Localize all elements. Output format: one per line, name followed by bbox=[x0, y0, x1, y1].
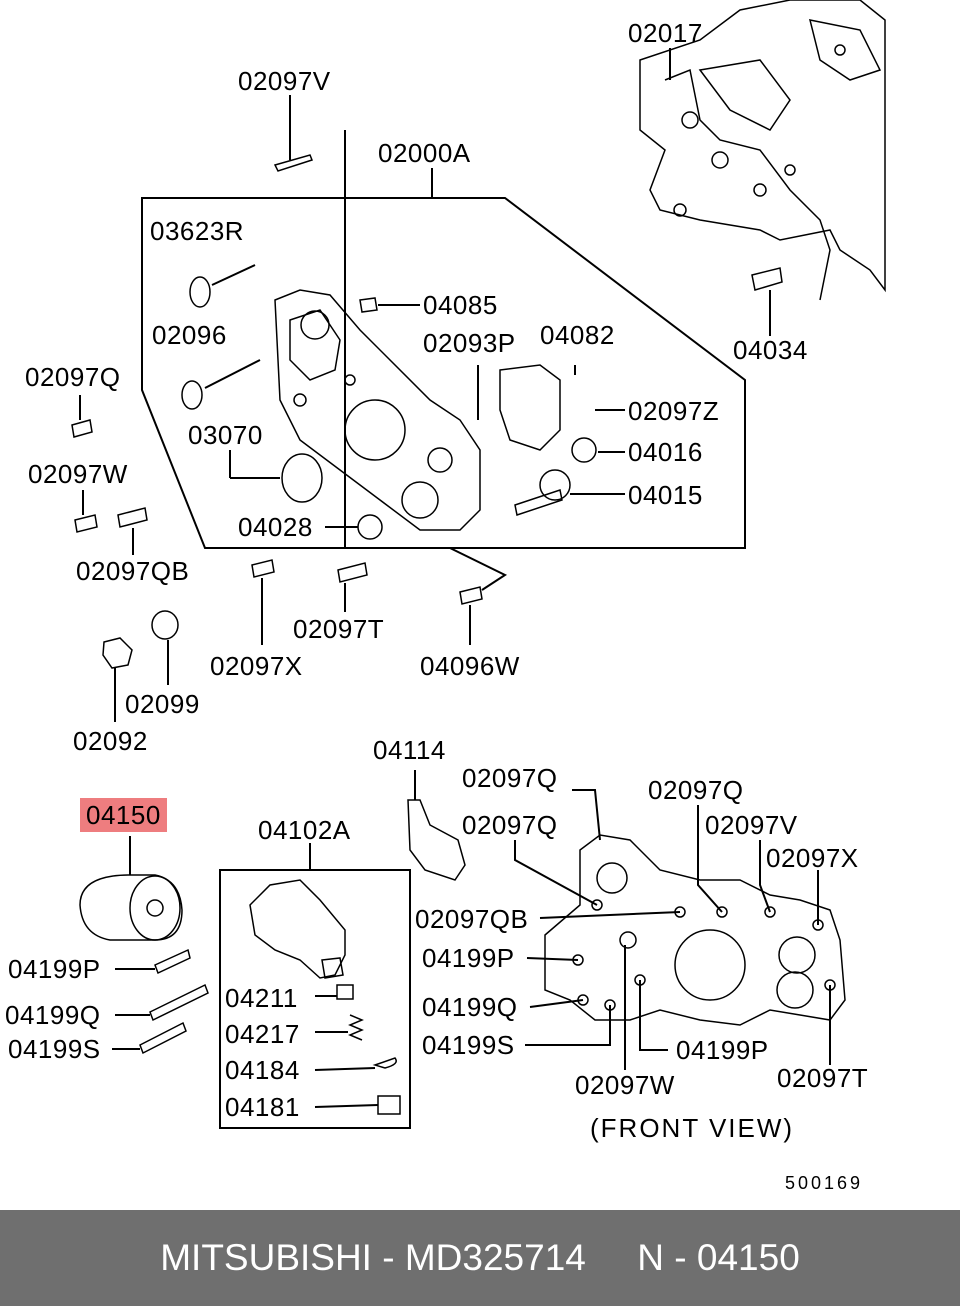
part-label-04199P: 04199P bbox=[8, 954, 101, 984]
part-label-03070: 03070 bbox=[188, 420, 263, 450]
part-label-03623R: 03623R bbox=[150, 216, 245, 246]
part-label-04096W: 04096W bbox=[420, 651, 520, 681]
part-label-04085: 04085 bbox=[423, 290, 498, 320]
part-label-02097V: 02097V bbox=[705, 810, 798, 840]
diagram-drawing bbox=[71, 0, 886, 1129]
part-label-04114: 04114 bbox=[373, 735, 446, 765]
part-label-04015: 04015 bbox=[628, 480, 703, 510]
part-label-02092: 02092 bbox=[73, 726, 148, 756]
part-label-02097X: 02097X bbox=[210, 651, 303, 681]
oil-pump-case-drawing bbox=[274, 289, 481, 531]
part-label-02099: 02099 bbox=[125, 689, 200, 719]
part-label-02097Q: 02097Q bbox=[648, 775, 744, 805]
part-label-04211: 04211 bbox=[225, 983, 298, 1013]
part-label-02097Q: 02097Q bbox=[462, 763, 558, 793]
part-label-04181: 04181 bbox=[225, 1092, 300, 1122]
part-label-04082: 04082 bbox=[540, 320, 615, 350]
part-label-04184: 04184 bbox=[225, 1055, 300, 1085]
part-label-04199Q: 04199Q bbox=[5, 1000, 101, 1030]
parts-diagram: 02017 02097V 02000A 03623R 04085 02096 0… bbox=[5, 0, 886, 1193]
part-label-02097Z: 02097Z bbox=[628, 396, 720, 426]
part-label-02097Q: 02097Q bbox=[462, 810, 558, 840]
engine-block-drawing bbox=[639, 0, 886, 301]
part-info-footer: MITSUBISHI - MD325714 N - 04150 bbox=[0, 1210, 960, 1306]
part-label-04199Q: 04199Q bbox=[422, 992, 518, 1022]
part-label-02097QB: 02097QB bbox=[415, 904, 529, 934]
part-label-04034: 04034 bbox=[733, 335, 808, 365]
footer-gap bbox=[586, 1237, 637, 1279]
highlighted-part-number: 04150 bbox=[80, 798, 167, 832]
drawing-number: 500169 bbox=[785, 1173, 864, 1193]
part-label-02097W: 02097W bbox=[28, 459, 128, 489]
part-label-02097W: 02097W bbox=[575, 1070, 675, 1100]
part-label-04199S: 04199S bbox=[8, 1034, 101, 1064]
part-label-04150[interactable]: 04150 bbox=[80, 798, 167, 832]
part-label-04199P: 04199P bbox=[422, 943, 515, 973]
brand-name: MITSUBISHI bbox=[160, 1237, 372, 1278]
part-label-02097X: 02097X bbox=[766, 843, 859, 873]
reference-number: N - 04150 bbox=[637, 1237, 800, 1278]
part-label-02097T: 02097T bbox=[293, 614, 385, 644]
part-label-02000A: 02000A bbox=[378, 138, 471, 168]
part-label-04028: 04028 bbox=[238, 512, 313, 542]
part-label-02093P: 02093P bbox=[423, 328, 516, 358]
part-label-02097T: 02097T bbox=[777, 1063, 869, 1093]
part-label-02096: 02096 bbox=[152, 320, 227, 350]
part-label-04016: 04016 bbox=[628, 437, 703, 467]
part-label-04199S: 04199S bbox=[422, 1030, 515, 1060]
footer-separator: - bbox=[371, 1237, 405, 1278]
part-label-02097V: 02097V bbox=[238, 66, 331, 96]
oil-filter-drawing bbox=[79, 874, 183, 941]
part-number: MD325714 bbox=[404, 1237, 586, 1278]
part-label-02097QB: 02097QB bbox=[76, 556, 190, 586]
part-label-02017: 02017 bbox=[628, 18, 703, 48]
part-label-04217: 04217 bbox=[225, 1019, 300, 1049]
part-label-04102A: 04102A bbox=[258, 815, 351, 845]
front-view-caption: (FRONT VIEW) bbox=[590, 1113, 795, 1143]
part-label-04199P: 04199P bbox=[676, 1035, 769, 1065]
part-label-02097Q: 02097Q bbox=[25, 362, 121, 392]
